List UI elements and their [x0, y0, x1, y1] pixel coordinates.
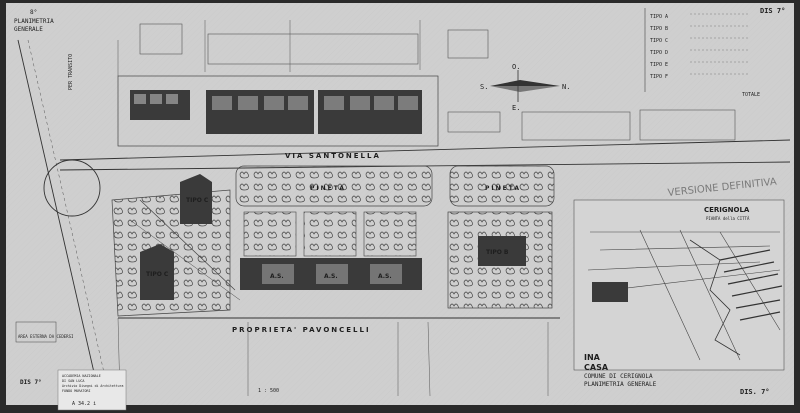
tipo-a-label-1: A.S. [270, 273, 284, 280]
sheet-title-line1: PLANIMETRIA [14, 18, 54, 25]
green-area-pineta [449, 165, 555, 207]
legend-row-6: TIPO F [650, 74, 668, 80]
street-label: VIA SANTONELLA [285, 152, 381, 160]
city-map-inset: CERIGNOLA PIANTA della CITTÀ [573, 199, 785, 371]
stamp-line-1: ACCADEMIA NAZIONALE [62, 374, 101, 378]
tipo-c-south-label: TIPO C [146, 271, 169, 278]
legend-row-2: TIPO B [650, 26, 668, 32]
scale-label: 1 : 500 [258, 388, 279, 394]
compass-west: O. [512, 63, 520, 71]
pineta-label-left: PINETA [310, 185, 346, 192]
sheet-number: 8° [30, 9, 37, 16]
legend-table: TIPO A TIPO B TIPO C TIPO D TIPO E TIPO … [644, 8, 760, 98]
tipo-c-north-label: TIPO C [186, 197, 209, 204]
title-casa: CASA [584, 363, 609, 372]
court-green-areas [243, 211, 417, 257]
property-label: PROPRIETA' PAVONCELLI [232, 326, 371, 334]
left-road-label: PER TRANSITO [68, 54, 74, 90]
tipo-b-label: TIPO B [486, 249, 509, 256]
legend-row-4: TIPO D [650, 50, 668, 56]
building-tipo-c-north: TIPO C [180, 174, 212, 224]
legend-total: TOTALE [742, 92, 760, 98]
sheet-code-top: DIS 7° [760, 7, 785, 15]
city-map-title: CERIGNOLA [704, 206, 750, 214]
compass-south: S. [480, 83, 488, 91]
street-edge-north [59, 139, 791, 161]
sheet-code-bottom-right: DIS. 7° [740, 388, 770, 396]
title-block: INA CASA COMUNE DI CERIGNOLA PLANIMETRIA… [584, 353, 657, 388]
title-planimetria: PLANIMETRIA GENERALE [584, 381, 657, 388]
upper-parcel-outline [117, 75, 439, 147]
sheet-code-bottom-left: DIS 7° [20, 379, 42, 386]
compass-rose: N. S. O. E. [480, 63, 570, 112]
building-row-tipo-a: A.S. A.S. A.S. [240, 258, 422, 290]
tipo-a-label-3: A.S. [378, 273, 392, 280]
legend-row-5: TIPO E [650, 62, 668, 68]
legend-row-1: TIPO A [650, 14, 668, 20]
upper-row-right [318, 90, 422, 134]
archive-stamp: ACCADEMIA NAZIONALE DI SAN LUCA Archivio… [57, 369, 127, 411]
compass-north: N. [562, 83, 570, 91]
upper-row-left [130, 90, 190, 120]
upper-parcel-right [447, 29, 489, 59]
stamp-line-3: Archivio Disegni di Architettura [62, 384, 123, 388]
green-area-middle [235, 165, 433, 207]
compass-east: E. [512, 104, 520, 112]
sheet-title-line2: GENERALE [14, 26, 43, 33]
left-note: AREA ESTERNA DA CEDERSI [15, 321, 74, 343]
building-tipo-b: TIPO B [478, 236, 526, 266]
pineta-label: PINETA [485, 185, 521, 192]
city-map-subtitle: PIANTA della CITTÀ [706, 216, 750, 221]
building-tipo-c-south: TIPO C [140, 244, 174, 300]
stamp-ref: A 34.2 i [72, 401, 96, 407]
upper-parcel-small [139, 23, 183, 55]
upper-parcel-corner [639, 109, 736, 141]
upper-parcel-wide [207, 33, 419, 65]
upper-parcel-note [447, 111, 501, 133]
left-boundary-line [17, 39, 99, 391]
title-ina: INA [584, 353, 601, 362]
stamp-line-4: FONDO MURATORI [62, 389, 91, 393]
upper-parcel-far-right [521, 111, 631, 141]
title-comune: COMUNE DI CERIGNOLA [584, 373, 653, 380]
upper-row-middle [206, 90, 314, 134]
left-note-text: AREA ESTERNA DA CEDERSI [18, 334, 74, 339]
stamp-line-2: DI SAN LUCA [62, 379, 84, 383]
legend-row-3: TIPO C [650, 38, 668, 44]
tipo-a-label-2: A.S. [324, 273, 338, 280]
